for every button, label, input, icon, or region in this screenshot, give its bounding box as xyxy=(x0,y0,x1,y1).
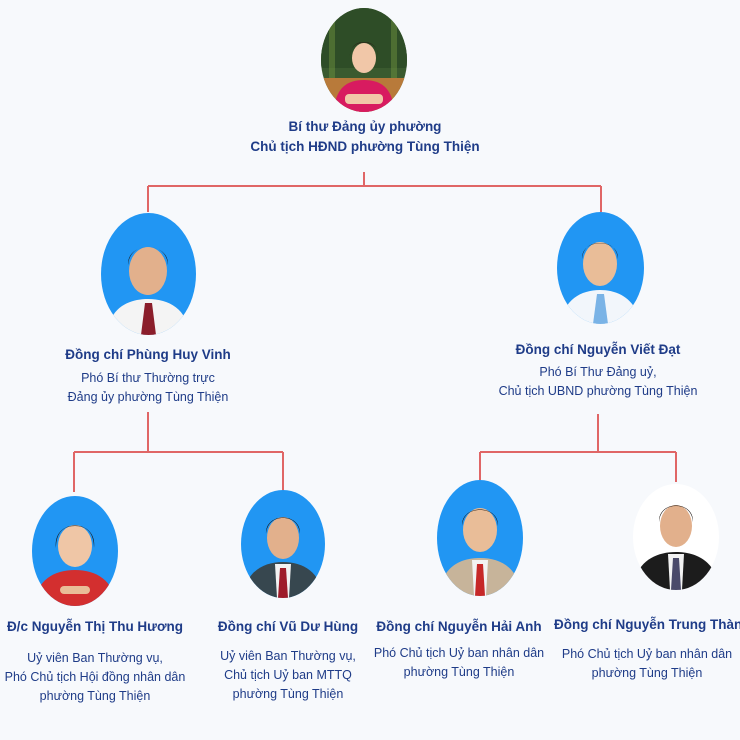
member-2-info: Đồng chí Vũ Dư Hùng Uỷ viên Ban Thường v… xyxy=(196,617,380,704)
member-4-name: Đồng chí Nguyễn Trung Thành xyxy=(554,617,740,632)
deputy-left-info: Đồng chí Phùng Huy Vinh Phó Bí thư Thườn… xyxy=(38,345,258,407)
member-4-role-line1: Phó Chủ tịch Uỷ ban nhân dân xyxy=(561,647,733,661)
member-2-name: Đồng chí Vũ Dư Hùng xyxy=(217,619,359,634)
leader-photo xyxy=(321,8,407,112)
member-1-role-line3: phường Tùng Thiện xyxy=(39,689,151,703)
deputy-right-role-line1: Phó Bí Thư Đảng uỷ, xyxy=(539,365,657,379)
member-1-name: Đ/c Nguyễn Thị Thu Hương xyxy=(6,619,184,634)
deputy-left-photo xyxy=(101,213,196,335)
deputy-right-info: Đồng chí Nguyễn Viết Đạt Phó Bí Thư Đảng… xyxy=(470,340,726,401)
leader-title-line1: Bí thư Đảng ủy phường xyxy=(288,119,442,134)
member-2-role-line2: Chủ tịch Uỷ ban MTTQ xyxy=(224,668,352,682)
deputy-left-role-line2: Đảng ủy phường Tùng Thiện xyxy=(67,390,229,404)
member-4-photo xyxy=(633,484,719,590)
member-2-role-line1: Uỷ viên Ban Thường vụ, xyxy=(220,649,356,663)
member-4-info: Đồng chí Nguyễn Trung Thành Phó Chủ tịch… xyxy=(554,615,740,683)
member-2-photo xyxy=(241,490,325,598)
member-3-name: Đồng chí Nguyễn Hải Anh xyxy=(376,619,542,634)
deputy-left-name: Đồng chí Phùng Huy Vinh xyxy=(65,347,231,362)
member-4-role-line2: phường Tùng Thiện xyxy=(591,666,703,680)
deputy-right-role-line2: Chủ tịch UBND phường Tùng Thiện xyxy=(498,384,698,398)
member-3-role-line1: Phó Chủ tịch Uỷ ban nhân dân xyxy=(373,646,545,660)
member-1-role-line1: Uỷ viên Ban Thường vụ, xyxy=(27,651,163,665)
deputy-right-name: Đồng chí Nguyễn Viết Đạt xyxy=(515,342,681,357)
leader-title: Bí thư Đảng ủy phường Chủ tịch HĐND phườ… xyxy=(200,117,530,157)
leader-title-line2: Chủ tịch HĐND phường Tùng Thiện xyxy=(250,139,480,154)
member-1-role-line2: Phó Chủ tịch Hội đồng nhân dân xyxy=(4,670,186,684)
member-1-photo xyxy=(32,496,118,606)
member-1-info: Đ/c Nguyễn Thị Thu Hương Uỷ viên Ban Thư… xyxy=(0,617,190,706)
member-2-role-line3: phường Tùng Thiện xyxy=(232,687,344,701)
deputy-left-role-line1: Phó Bí thư Thường trực xyxy=(81,371,215,385)
member-3-photo xyxy=(437,480,523,596)
member-3-role-line2: phường Tùng Thiện xyxy=(403,665,515,679)
deputy-right-photo xyxy=(557,212,644,324)
member-3-info: Đồng chí Nguyễn Hải Anh Phó Chủ tịch Uỷ … xyxy=(362,617,556,682)
